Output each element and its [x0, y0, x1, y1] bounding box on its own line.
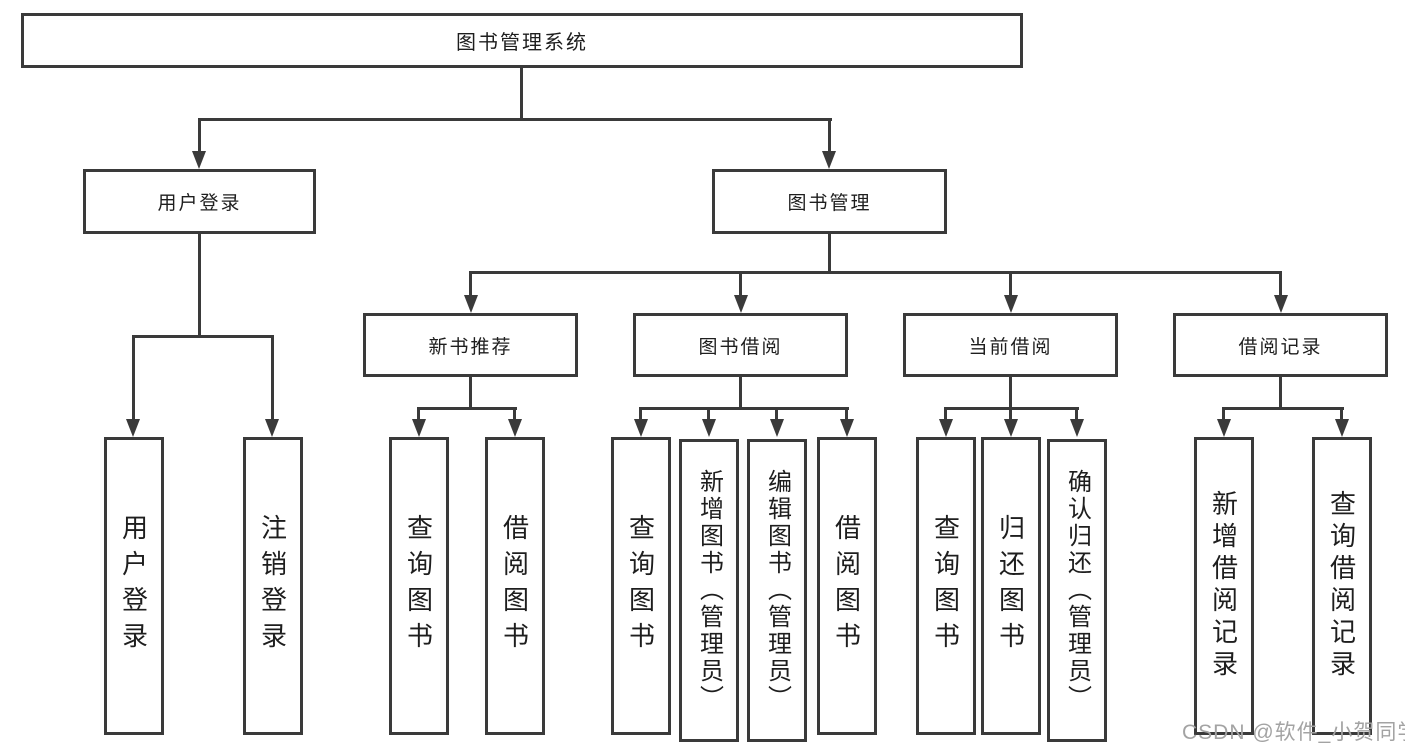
node-label: 查询图书: [625, 514, 656, 658]
leaf-query-borrow-record: 查询借阅记录: [1312, 437, 1372, 735]
leaf-edit-books-admin: 编辑图书（管理员）: [747, 439, 807, 742]
connector-arrowhead: [1070, 419, 1084, 437]
csdn-watermark: CSDN @软件_小贺同学: [1182, 721, 1405, 744]
connector-line: [1279, 271, 1282, 297]
node-current-borrowing: 当前借阅: [903, 313, 1118, 377]
connector-line: [132, 335, 274, 338]
connector-line: [417, 407, 420, 421]
node-label: 新增图书（管理员）: [695, 469, 723, 712]
node-label: 查询图书: [403, 514, 434, 658]
connector-line: [1222, 407, 1225, 421]
connector-line: [469, 377, 472, 410]
connector-line: [639, 407, 849, 410]
connector-line: [198, 118, 201, 153]
connector-arrowhead: [734, 295, 748, 313]
node-label: 注销登录: [257, 514, 288, 658]
node-book-management: 图书管理: [712, 169, 947, 234]
connector-line: [1075, 407, 1078, 421]
connector-line: [520, 66, 523, 121]
connector-arrowhead: [770, 419, 784, 437]
connector-arrowhead: [126, 419, 140, 437]
connector-line: [469, 271, 472, 297]
connector-arrowhead: [412, 419, 426, 437]
connector-line: [707, 407, 710, 421]
node-label: 借阅记录: [1238, 336, 1323, 358]
connector-arrowhead: [634, 419, 648, 437]
connector-line: [1009, 377, 1012, 410]
connector-arrowhead: [265, 419, 279, 437]
node-label: 查询借阅记录: [1326, 490, 1357, 682]
connector-line: [198, 118, 832, 121]
connector-arrowhead: [192, 151, 206, 169]
node-root-library-system: 图书管理系统: [21, 13, 1023, 68]
leaf-borrow-books: 借阅图书: [817, 437, 877, 735]
node-label: 确认归还（管理员）: [1063, 469, 1091, 712]
connector-line: [513, 407, 516, 421]
connector-line: [845, 407, 848, 421]
connector-arrowhead: [464, 295, 478, 313]
node-new-book-recommendation: 新书推荐: [363, 313, 578, 377]
node-book-borrowing: 图书借阅: [633, 313, 848, 377]
node-label: 图书借阅: [698, 336, 783, 358]
connector-arrowhead: [702, 419, 716, 437]
node-borrowing-records: 借阅记录: [1173, 313, 1388, 377]
connector-arrowhead: [822, 151, 836, 169]
leaf-confirm-return-admin: 确认归还（管理员）: [1047, 439, 1107, 742]
connector-line: [739, 377, 742, 410]
connector-arrowhead: [1004, 295, 1018, 313]
leaf-logout: 注销登录: [243, 437, 303, 735]
connector-arrowhead: [1004, 419, 1018, 437]
node-label: 查询图书: [930, 514, 961, 658]
connector-line: [1340, 407, 1343, 421]
leaf-user-login: 用户登录: [104, 437, 164, 735]
node-label: 图书管理系统: [456, 32, 588, 54]
leaf-return-books: 归还图书: [981, 437, 1041, 735]
node-label: 归还图书: [995, 514, 1026, 658]
connector-line: [828, 118, 831, 153]
connector-arrowhead: [939, 419, 953, 437]
connector-line: [639, 407, 642, 421]
node-label: 编辑图书（管理员）: [763, 469, 791, 712]
connector-line: [944, 407, 947, 421]
leaf-query-books-borrow: 查询图书: [611, 437, 671, 735]
node-user-login: 用户登录: [83, 169, 316, 234]
leaf-query-books-recommend: 查询图书: [389, 437, 449, 735]
connector-line: [1279, 377, 1282, 410]
connector-line: [469, 271, 1282, 274]
leaf-query-books-current: 查询图书: [916, 437, 976, 735]
connector-line: [271, 335, 274, 421]
connector-line: [1009, 271, 1012, 297]
node-label: 图书管理: [787, 193, 872, 214]
connector-arrowhead: [1335, 419, 1349, 437]
leaf-add-books-admin: 新增图书（管理员）: [679, 439, 739, 742]
node-label: 当前借阅: [968, 336, 1053, 358]
leaf-add-borrow-record: 新增借阅记录: [1194, 437, 1254, 735]
connector-arrowhead: [1274, 295, 1288, 313]
connector-line: [828, 234, 831, 274]
connector-arrowhead: [1217, 419, 1231, 437]
connector-line: [1009, 407, 1012, 421]
connector-line: [198, 234, 201, 338]
node-label: 用户登录: [118, 514, 149, 658]
connector-arrowhead: [840, 419, 854, 437]
node-label: 新书推荐: [428, 336, 513, 358]
leaf-borrow-books-recommend: 借阅图书: [485, 437, 545, 735]
node-label: 借阅图书: [831, 514, 862, 658]
node-label: 借阅图书: [499, 514, 530, 658]
connector-line: [775, 407, 778, 421]
node-label: 用户登录: [157, 193, 242, 214]
connector-line: [417, 407, 517, 410]
connector-line: [1222, 407, 1344, 410]
connector-line: [132, 335, 135, 421]
connector-arrowhead: [508, 419, 522, 437]
node-label: 新增借阅记录: [1208, 490, 1239, 682]
connector-line: [739, 271, 742, 297]
